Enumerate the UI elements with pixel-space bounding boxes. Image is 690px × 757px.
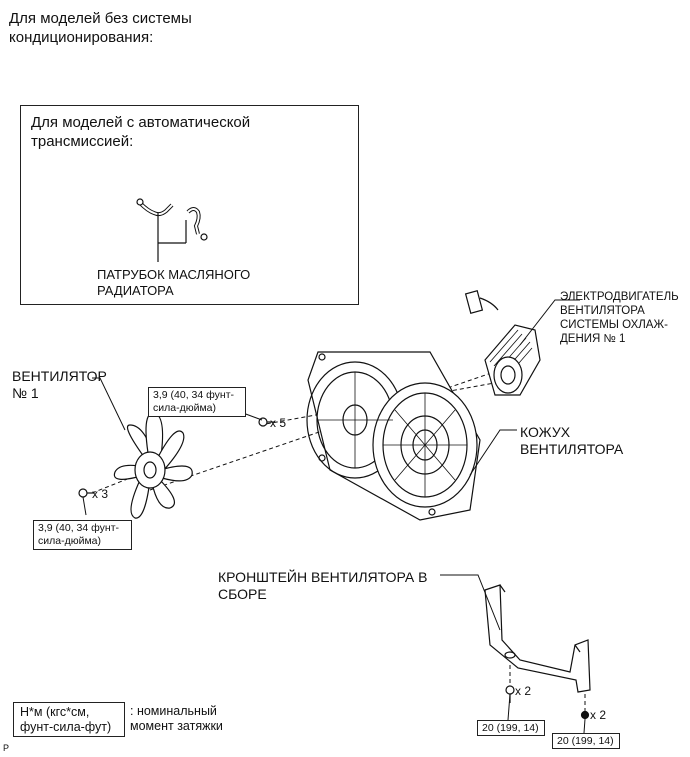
oil-cooler-hose-label: ПАТРУБОК МАСЛЯНОГО РАДИАТОРА bbox=[97, 267, 251, 298]
shroud-bolt-quantity: x 5 bbox=[270, 416, 287, 430]
oil-cooler-hoses bbox=[136, 198, 208, 262]
automatic-transmission-box bbox=[20, 105, 359, 305]
fan-motor-label: ЭЛЕКТРОДВИГАТЕЛЬ ВЕНТИЛЯТОРА СИСТЕМЫ ОХЛ… bbox=[560, 291, 679, 345]
automatic-transmission-title: Для моделей с автоматической трансмиссие… bbox=[31, 114, 251, 150]
bracket-bolt-quantity: x 2 bbox=[515, 684, 532, 698]
fan-bracket bbox=[484, 584, 591, 693]
bracket-nut-quantity: x 2 bbox=[590, 708, 607, 722]
torque-legend-box: Н*м (кгс*см, фунт-сила-фут) bbox=[13, 702, 125, 737]
motor-connector bbox=[464, 290, 499, 314]
fan-nut-torque: 3,9 (40, 34 фунт- сила-дюйма) bbox=[33, 520, 132, 550]
fan-nut-quantity: x 3 bbox=[92, 487, 109, 501]
fan-shroud-label: КОЖУХ ВЕНТИЛЯТОРА bbox=[520, 424, 624, 457]
bracket-nut bbox=[580, 710, 590, 720]
fan-nut bbox=[78, 488, 94, 498]
fan-no-1-label: ВЕНТИЛЯТОР № 1 bbox=[12, 368, 107, 401]
fan-no-1 bbox=[113, 412, 193, 519]
fan-bracket-label: КРОНШТЕЙН ВЕНТИЛЯТОРА В СБОРЕ bbox=[218, 569, 428, 602]
shroud-bolt-torque: 3,9 (40, 34 фунт- сила-дюйма) bbox=[148, 387, 246, 417]
bracket-bolt-torque: 20 (199, 14) bbox=[477, 720, 545, 736]
cooling-fan-motor bbox=[484, 324, 541, 396]
no-ac-models-title: Для моделей без системы кондиционировани… bbox=[9, 10, 192, 46]
fan-shroud bbox=[306, 351, 481, 521]
torque-legend-meaning: : номинальный момент затяжки bbox=[130, 704, 223, 733]
corner-mark: P bbox=[3, 743, 10, 753]
bracket-nut-torque: 20 (199, 14) bbox=[552, 733, 620, 749]
leader-lines bbox=[82, 299, 586, 734]
